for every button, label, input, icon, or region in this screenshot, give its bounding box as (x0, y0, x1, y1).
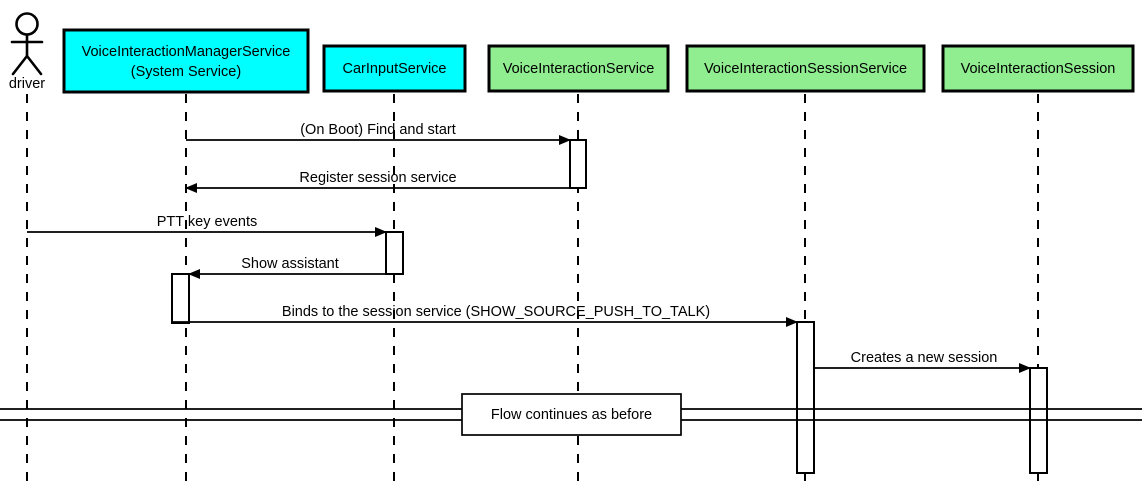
message-label-m3: PTT key events (157, 214, 257, 230)
participant-box-vsession[interactable] (941, 44, 1135, 93)
activation-bar-vis (569, 139, 587, 189)
message-label-m6: Creates a new session (851, 350, 998, 366)
message-ptt-key-events[interactable]: PTT key events (27, 214, 387, 237)
participant-box-vis[interactable] (487, 44, 670, 93)
participant-label-vsession: VoiceInteractionSession (961, 61, 1116, 77)
divider-note-box (461, 393, 682, 436)
participant-label-cis: CarInputService (343, 61, 447, 77)
activation-bar-vims (171, 273, 190, 324)
activation-bar-cis (385, 231, 404, 275)
message-register-session-service[interactable]: Register session service (185, 170, 570, 193)
actor-head-icon (15, 12, 39, 36)
participant-viss[interactable]: VoiceInteractionSessionService (685, 44, 926, 93)
message-label-m5: Binds to the session service (SHOW_SOURC… (282, 304, 710, 320)
message-label-m1: (On Boot) Find and start (300, 122, 456, 138)
message-creates-a-new-session[interactable]: Creates a new session (814, 350, 1031, 373)
message-on-boot-find-and-start[interactable]: (On Boot) Find and start (186, 122, 571, 145)
activation-bar-viss (796, 321, 815, 474)
participant-box-vims[interactable] (62, 28, 310, 94)
participant-label-vims: VoiceInteractionManagerService (82, 44, 291, 60)
participant-box-viss[interactable] (685, 44, 926, 93)
message-label-m4: Show assistant (241, 256, 339, 272)
participant-sublabel-vims: (System Service) (131, 64, 241, 80)
participant-boxes-group: VoiceInteractionManagerService (System S… (62, 28, 1135, 94)
flow-divider: Flow continues as before (0, 393, 1142, 436)
participant-vsession[interactable]: VoiceInteractionSession (941, 44, 1135, 93)
participant-label-viss: VoiceInteractionSessionService (704, 61, 907, 77)
participant-box-cis[interactable] (322, 44, 467, 93)
message-binds-to-session-service[interactable]: Binds to the session service (SHOW_SOURC… (172, 304, 798, 327)
actor-label-driver: driver (9, 76, 45, 92)
divider-note-label: Flow continues as before (491, 407, 652, 423)
actor-driver: driver (9, 12, 45, 92)
message-show-assistant[interactable]: Show assistant (188, 256, 403, 279)
participant-vis[interactable]: VoiceInteractionService (487, 44, 670, 93)
participant-cis[interactable]: CarInputService (322, 44, 467, 93)
actor-right-leg (25, 54, 43, 76)
participant-vims[interactable]: VoiceInteractionManagerService (System S… (62, 28, 310, 94)
actor-left-leg (11, 54, 29, 76)
message-label-m2: Register session service (299, 170, 456, 186)
participant-label-vis: VoiceInteractionService (503, 61, 655, 77)
